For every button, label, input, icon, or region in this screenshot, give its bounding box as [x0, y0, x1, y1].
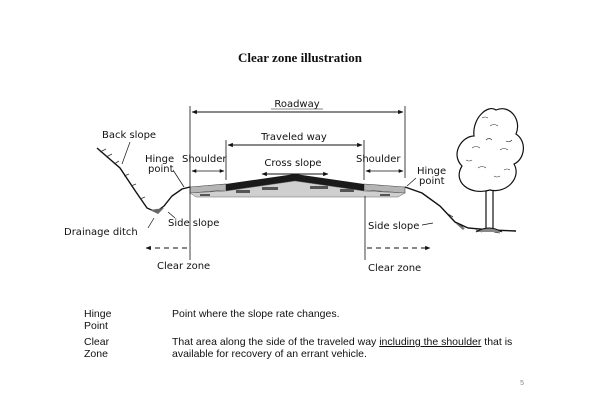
base-dots: [200, 186, 390, 196]
definition-clear-zone-underlined: including the shoulder: [379, 336, 482, 348]
label-clear-zone-right: Clear zone: [368, 263, 421, 274]
label-hinge-left-1: Hinge: [145, 154, 174, 165]
tree-icon: [456, 108, 524, 233]
label-shoulder-left: Shoulder: [182, 154, 227, 165]
definition-clear-zone-part1: That area along the side of the traveled…: [172, 336, 380, 348]
label-drainage-ditch: Drainage ditch: [64, 227, 138, 238]
dimension-lines: [189, 106, 406, 260]
ground-texture: [99, 148, 501, 234]
leader-lines: [121, 141, 434, 229]
ground-profile-left: [96, 147, 191, 213]
label-cross-slope: Cross slope: [264, 158, 321, 169]
label-side-slope-right: Side slope: [368, 221, 419, 232]
pavement: [226, 174, 364, 191]
label-shoulder-right: Shoulder: [356, 154, 401, 165]
term-clear-zone: Clear Zone: [84, 336, 110, 360]
diagram-title: Clear zone illustration: [238, 50, 362, 65]
page-number: 5: [520, 380, 524, 387]
label-hinge-right-1: Hinge: [417, 166, 446, 177]
label-hinge-right-2: point: [419, 176, 445, 187]
label-side-slope-left: Side slope: [168, 218, 219, 229]
ditch-mark: [150, 208, 164, 214]
label-traveled-way: Traveled way: [260, 132, 327, 143]
label-clear-zone-left: Clear zone: [157, 261, 210, 272]
label-roadway: Roadway: [274, 99, 319, 110]
label-hinge-left-2: point: [148, 164, 174, 175]
term-hinge-point: Hinge Point: [84, 308, 112, 332]
definition-clear-zone: That area along the side of the traveled…: [172, 336, 552, 360]
ground-profile-right: [404, 186, 517, 232]
slope-mark-right: [455, 223, 465, 230]
label-back-slope: Back slope: [102, 130, 156, 141]
definition-clear-zone-part2: that is available for recovery of an err…: [172, 336, 513, 360]
definition-hinge-point: Point where the slope rate changes.: [172, 308, 340, 320]
